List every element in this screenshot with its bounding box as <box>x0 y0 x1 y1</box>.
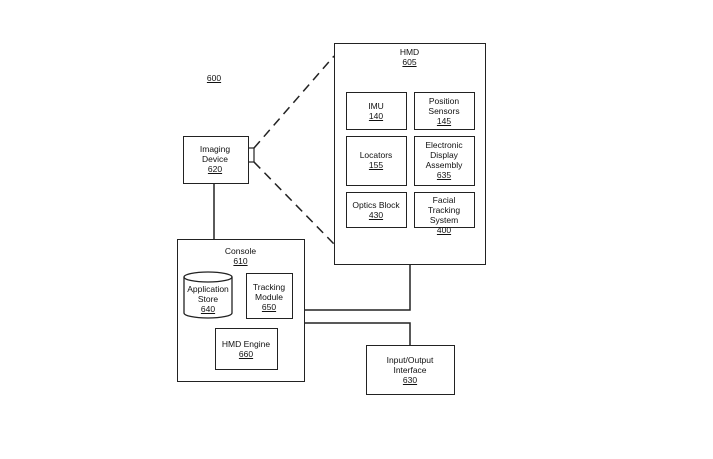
optics-block-ref: 430 <box>368 210 384 220</box>
imaging-device-box: Imaging Device 620 <box>183 136 249 184</box>
tracking-module-ref: 650 <box>261 302 277 312</box>
locators-label: Locators <box>359 150 393 160</box>
tracking-module-label: Tracking Module <box>252 282 286 302</box>
console-box: Console 610 Tracking Module 650 HMD Engi… <box>177 239 305 382</box>
fov-line-top <box>253 55 335 149</box>
locators-ref: 155 <box>368 160 384 170</box>
electronic-display-label: Electronic Display Assembly <box>425 140 463 170</box>
application-store-label: Application Store <box>187 284 229 304</box>
tracking-module-box: Tracking Module 650 <box>246 273 293 319</box>
imu-label: IMU <box>368 101 384 111</box>
optics-block-label: Optics Block <box>352 200 400 210</box>
io-interface-label: Input/Output Interface <box>386 355 434 375</box>
console-io-link <box>305 322 411 345</box>
optics-block-box: Optics Block 430 <box>346 192 407 228</box>
console-hmd-link <box>305 264 411 311</box>
hmd-engine-box: HMD Engine 660 <box>215 328 278 370</box>
imu-box: IMU 140 <box>346 92 407 130</box>
figure-ref: 600 <box>206 73 222 83</box>
fov-line-bottom <box>253 161 335 245</box>
imu-ref: 140 <box>368 111 384 121</box>
hmd-engine-label: HMD Engine <box>221 339 271 349</box>
hmd-title: HMD 605 <box>399 47 420 67</box>
hmd-engine-ref: 660 <box>238 349 254 359</box>
position-sensors-ref: 145 <box>436 116 452 126</box>
io-interface-box: Input/Output Interface 630 <box>366 345 455 395</box>
facial-tracking-ref: 400 <box>436 225 452 235</box>
application-store-ref: 640 <box>200 304 216 314</box>
facial-tracking-box: Facial Tracking System 400 <box>414 192 475 235</box>
application-store-cylinder <box>183 271 233 319</box>
imaging-device-label: Imaging Device <box>199 144 231 164</box>
facial-tracking-label: Facial Tracking System <box>427 195 461 225</box>
position-sensors-box: Position Sensors 145 <box>414 92 475 130</box>
imaging-device-ref: 620 <box>207 164 223 174</box>
hmd-box: HMD 605 IMU 140 Position Sensors 145 Loc… <box>334 43 486 265</box>
position-sensors-label: Position Sensors <box>428 96 460 116</box>
electronic-display-box: Electronic Display Assembly 635 <box>414 136 475 186</box>
locators-box: Locators 155 <box>346 136 407 186</box>
console-title: Console 610 <box>224 246 257 266</box>
electronic-display-ref: 635 <box>436 170 452 180</box>
application-store-text: Application Store 640 <box>185 284 231 314</box>
io-interface-ref: 630 <box>402 375 418 385</box>
